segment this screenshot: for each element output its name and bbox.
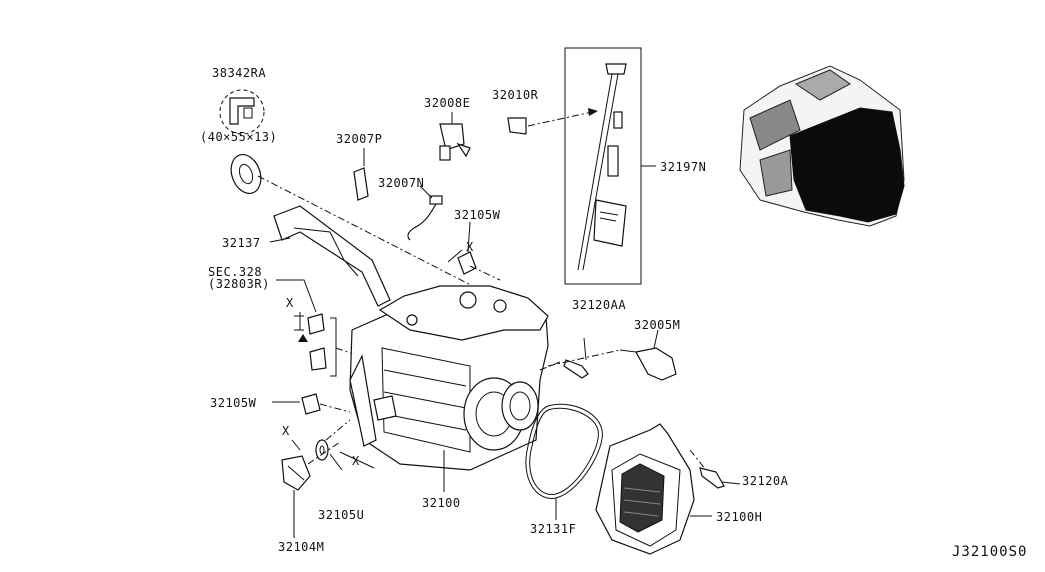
bolt-32120AA[interactable]	[563, 359, 589, 379]
bolt-32120A[interactable]	[699, 467, 725, 489]
label-32105U[interactable]: 32105U	[318, 508, 365, 522]
gasket-32131F[interactable]	[525, 403, 603, 499]
part-32010R[interactable]	[507, 117, 527, 135]
rail-32137[interactable]	[273, 205, 391, 307]
label-32197N[interactable]: 32197N	[660, 160, 707, 174]
label-32120A[interactable]: 32120A	[742, 474, 789, 488]
hose-32007N[interactable]	[407, 195, 443, 241]
collars-sec328[interactable]	[307, 313, 327, 371]
plug-32104M[interactable]	[281, 455, 311, 491]
dipstick-32197N[interactable]	[577, 63, 627, 271]
label-32120AA[interactable]: 32120AA	[572, 298, 627, 312]
pin-32007P[interactable]	[353, 148, 369, 201]
washer-32105U[interactable]	[315, 439, 329, 461]
x-marker-top: X	[466, 240, 474, 254]
label-32010R[interactable]: 32010R	[492, 88, 539, 102]
seal-38342RA[interactable]	[219, 89, 266, 198]
label-32100[interactable]: 32100	[422, 496, 461, 510]
x-marker-washer: X	[352, 454, 360, 468]
label-32005M[interactable]: 32005M	[634, 318, 681, 332]
label-32105W-left[interactable]: 32105W	[210, 396, 257, 410]
label-sec328[interactable]: SEC.328	[208, 265, 263, 279]
sensor-32005M[interactable]	[619, 347, 677, 381]
x-marker-plug: X	[282, 424, 290, 438]
transmission-photo	[739, 65, 905, 227]
label-32007N[interactable]: 32007N	[378, 176, 425, 190]
label-32007P[interactable]: 32007P	[336, 132, 383, 146]
label-32100H[interactable]: 32100H	[716, 510, 763, 524]
label-32803R: (32803R)	[208, 277, 270, 291]
label-32137[interactable]: 32137	[222, 236, 261, 250]
transmission-case-32100[interactable]	[349, 285, 549, 471]
diagram-code: J32100S0	[952, 544, 1028, 560]
bushing-32105W-left[interactable]	[301, 393, 321, 415]
bushing-32105W-top[interactable]	[457, 251, 477, 275]
label-32105W-top[interactable]: 32105W	[454, 208, 501, 222]
label-32131F[interactable]: 32131F	[530, 522, 577, 536]
label-38342RA-size: (40×55×13)	[200, 130, 278, 144]
dipstick-callout-box	[564, 47, 642, 285]
part-32008E[interactable]	[439, 112, 471, 161]
x-marker-sec: X	[286, 296, 294, 310]
label-32104M[interactable]: 32104M	[278, 540, 325, 554]
cover-32100H[interactable]	[595, 423, 695, 555]
label-38342RA[interactable]: 38342RA	[212, 66, 267, 80]
label-32008E[interactable]: 32008E	[424, 96, 471, 110]
